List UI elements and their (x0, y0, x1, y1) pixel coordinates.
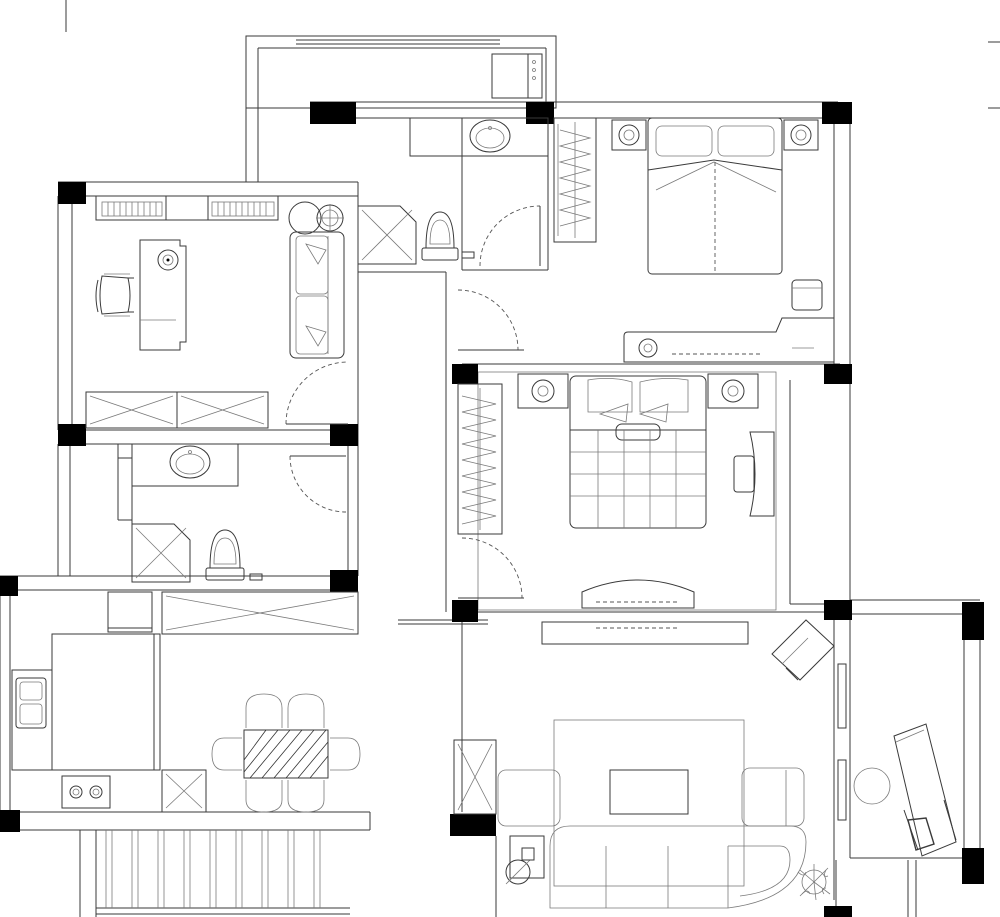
tv-console-icon (541, 579, 749, 645)
shower-icon (357, 205, 417, 265)
desk-icon (139, 239, 187, 351)
dining-chairs-icon (211, 693, 361, 813)
nightstand-icon (611, 119, 819, 151)
master-bedroom (457, 117, 835, 363)
double-sink-icon (15, 677, 47, 729)
dining-table-icon (243, 729, 329, 779)
fridge-icon (107, 591, 153, 633)
sofa-icon (289, 231, 345, 359)
bed-icon (647, 117, 783, 275)
tv-console-icon (623, 317, 835, 363)
sink-icon (469, 119, 511, 153)
kitchen (11, 591, 361, 813)
bedroom-2 (457, 373, 775, 645)
lounge-chair-icon (893, 723, 957, 857)
study-room (85, 195, 349, 429)
books-icon (101, 201, 275, 217)
cabinet-icon (85, 391, 269, 429)
living-room (453, 619, 847, 909)
cabinet-icon (161, 591, 359, 635)
armchair-icon (95, 273, 134, 317)
sink-icon (169, 445, 211, 479)
storage-box-icon (161, 769, 207, 813)
coffee-table-icon (609, 769, 689, 815)
balcony-right (853, 723, 957, 857)
lamp-icon (288, 201, 344, 235)
nightstand-icon (517, 373, 759, 409)
plant-icon (797, 864, 831, 901)
side-lamp-icon (505, 835, 545, 885)
structural-columns (0, 102, 984, 917)
shower-icon (131, 523, 191, 583)
accent-chair-icon (771, 619, 835, 681)
stove-icon (61, 775, 111, 809)
bathroom-left (131, 443, 347, 583)
sofa-icon (497, 767, 807, 909)
bed-icon (569, 375, 707, 529)
toilet-icon (205, 529, 245, 581)
wardrobe-icon (553, 117, 597, 243)
vanity-desk-icon (733, 431, 775, 517)
cabinet-icon (453, 739, 497, 815)
wardrobe-icon (457, 383, 503, 535)
toilet-icon (421, 211, 459, 261)
bathroom-top (357, 117, 549, 267)
stool-icon (791, 279, 823, 311)
round-table-icon (853, 767, 891, 805)
